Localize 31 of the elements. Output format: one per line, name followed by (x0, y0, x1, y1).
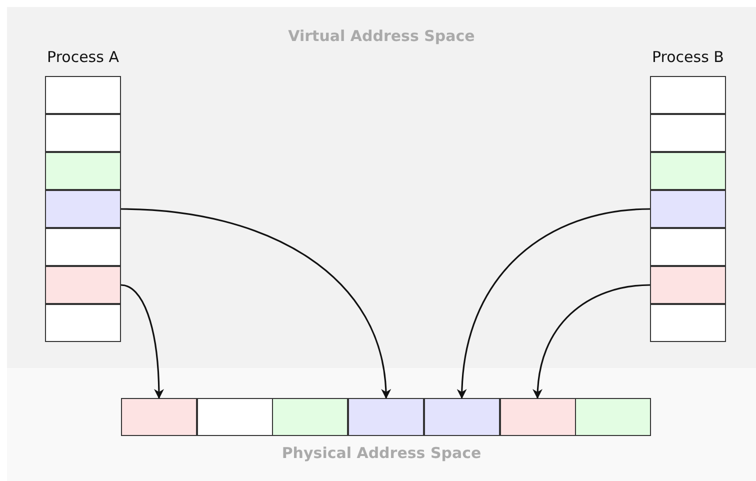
memory-page-cell (272, 398, 348, 436)
process-heading: Process A (47, 48, 119, 66)
memory-page-cell (650, 266, 726, 304)
memory-page-cell (45, 228, 121, 266)
panel-title: Physical Address Space (282, 444, 482, 462)
memory-page-cell (121, 398, 197, 436)
memory-page-cell (45, 304, 121, 342)
arrow (120, 284, 164, 399)
arrow (457, 208, 650, 399)
memory-page-cell (650, 228, 726, 266)
arrow (533, 284, 650, 399)
memory-page-cell (348, 398, 424, 436)
memory-page-cell (196, 398, 273, 436)
panel-title: Virtual Address Space (288, 27, 475, 45)
memory-page-cell (424, 398, 500, 436)
memory-page-cell (650, 114, 726, 152)
memory-page-cell (45, 152, 121, 190)
memory-page-cell (650, 304, 726, 342)
arrow (120, 208, 390, 399)
memory-page-cell (45, 114, 121, 152)
address-space-panel (7, 7, 756, 368)
memory-page-cell (575, 398, 652, 436)
memory-page-cell (45, 266, 121, 304)
memory-page-cell (650, 76, 726, 114)
memory-page-cell (45, 190, 121, 228)
memory-page-cell (650, 152, 726, 190)
memory-page-cell (45, 76, 121, 114)
process-heading: Process B (652, 48, 724, 66)
memory-page-cell (650, 190, 726, 228)
address-space-panel (7, 368, 756, 481)
memory-page-cell (500, 398, 576, 436)
